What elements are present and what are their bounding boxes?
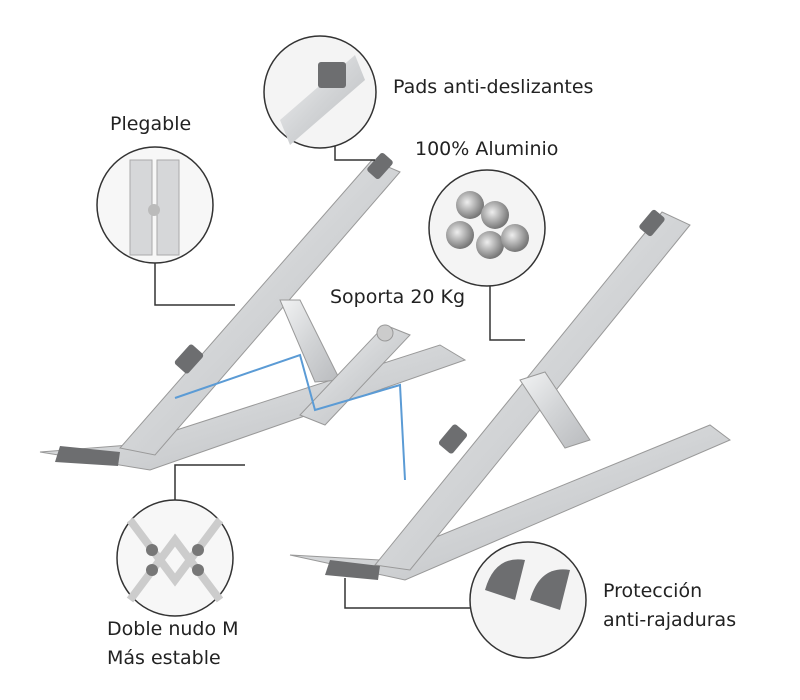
right-stand bbox=[289, 209, 731, 581]
pad bbox=[367, 152, 393, 180]
foldable-label: Plegable bbox=[110, 113, 192, 135]
callout-pads bbox=[263, 35, 377, 161]
callout-double-knot bbox=[116, 464, 245, 617]
pads-label: Pads anti-deslizantes bbox=[393, 76, 594, 98]
pad bbox=[174, 344, 204, 374]
callout-protection bbox=[344, 541, 587, 659]
callout-foldable bbox=[96, 146, 235, 306]
double-knot-label-line2: Más estable bbox=[107, 647, 221, 669]
pad bbox=[325, 560, 380, 580]
pad bbox=[438, 424, 468, 454]
capacity-label: Soporta 20 Kg bbox=[330, 286, 466, 308]
aluminum-label: 100% Aluminio bbox=[415, 138, 559, 160]
pad bbox=[55, 446, 120, 466]
protection-label-line1: Protección bbox=[603, 580, 703, 602]
double-knot-label-line1: Doble nudo M bbox=[107, 618, 239, 640]
hinge-highlight bbox=[174, 353, 406, 481]
protection-label-line2: anti-rajaduras bbox=[603, 609, 737, 631]
callout-aluminum bbox=[428, 169, 546, 341]
left-stand bbox=[39, 152, 467, 481]
pad bbox=[639, 209, 665, 237]
